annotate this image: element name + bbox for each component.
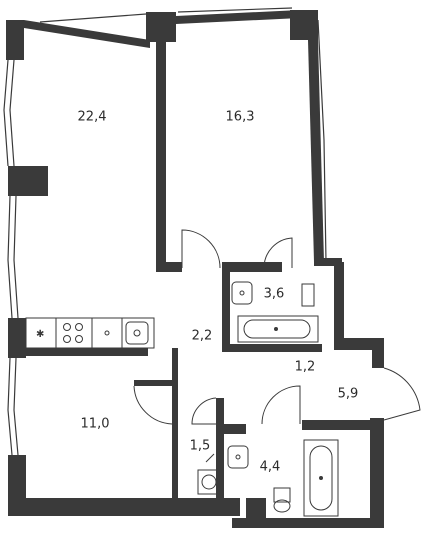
door-wardrobe xyxy=(383,367,421,421)
wall-segment xyxy=(334,262,344,342)
window xyxy=(39,13,147,23)
bathtub-inner xyxy=(309,445,333,511)
stove-burner-icon xyxy=(63,335,71,343)
bathtub-inner xyxy=(243,319,311,339)
wall-segment xyxy=(372,338,384,368)
window xyxy=(9,59,15,167)
bathtub-icon xyxy=(237,315,319,343)
wall-segment xyxy=(8,498,240,516)
wall-segment xyxy=(156,40,166,270)
window xyxy=(177,7,293,13)
wall-segment xyxy=(334,338,384,350)
bathroom-2-fixtures xyxy=(227,439,339,517)
drain-icon xyxy=(133,329,141,337)
sink-icon xyxy=(125,321,149,345)
room-area-laundry: 1,5 xyxy=(189,438,211,454)
bathroom-1-fixtures xyxy=(231,281,319,343)
fridge-icon: ✱ xyxy=(36,329,44,340)
wall-segment xyxy=(134,380,178,386)
dishwasher-icon xyxy=(104,330,110,336)
stove-burner-icon xyxy=(75,323,83,331)
wall-segment xyxy=(246,498,266,518)
wall-segment xyxy=(20,348,148,356)
door-laundry xyxy=(191,397,217,425)
window xyxy=(3,59,9,167)
room-area-corridor: 1,2 xyxy=(294,359,316,375)
drain-icon xyxy=(239,290,245,296)
wall-segment xyxy=(370,418,384,528)
toilet-icon xyxy=(301,283,315,307)
toilet-icon xyxy=(273,487,291,503)
windows xyxy=(3,7,327,456)
window xyxy=(13,357,19,456)
washbasin-icon xyxy=(231,281,253,305)
kitchen: ✱ xyxy=(25,317,155,349)
washbasin-icon xyxy=(227,445,249,469)
room-area-bedroom-2: 11,0 xyxy=(80,416,110,432)
wall-segment xyxy=(176,10,300,24)
wall-segment xyxy=(222,262,282,272)
walls xyxy=(6,10,384,528)
wall-segment xyxy=(314,258,342,266)
door-bedroom-1 xyxy=(181,229,221,269)
wall-segment xyxy=(8,166,48,196)
door-bathroom-1 xyxy=(263,237,293,269)
washing-machine-icon xyxy=(197,469,221,495)
room-area-hall: 2,2 xyxy=(191,328,213,344)
doors xyxy=(133,229,421,425)
wall-segment xyxy=(302,420,372,430)
wall-segment xyxy=(232,518,382,528)
wall-segment xyxy=(146,12,176,42)
wall-segment xyxy=(222,344,322,352)
door-bedroom-2 xyxy=(133,385,173,425)
washing-machine-drum xyxy=(201,474,217,490)
drain-icon xyxy=(319,476,323,480)
window xyxy=(317,19,327,263)
room-area-bathroom-2: 4,4 xyxy=(259,459,281,475)
wall-segment xyxy=(216,398,224,502)
bathtub-icon xyxy=(303,439,339,517)
room-area-wardrobe: 5,9 xyxy=(337,386,359,402)
wall-segment xyxy=(6,20,24,60)
door-bathroom-2 xyxy=(261,385,301,425)
wall-segment xyxy=(290,10,318,40)
toilet-bowl xyxy=(273,499,291,513)
wall-segment xyxy=(222,268,230,350)
laundry-fixtures xyxy=(197,453,221,495)
drain-icon xyxy=(274,327,278,331)
room-area-living: 22,4 xyxy=(77,109,107,125)
kitchen-counter xyxy=(25,317,155,349)
window xyxy=(13,195,19,319)
wall-segment xyxy=(172,380,178,500)
wall-segment xyxy=(24,20,150,48)
wall-segment xyxy=(308,40,324,262)
stove-burner-icon xyxy=(75,335,83,343)
wall-segment xyxy=(156,262,182,272)
room-area-bathroom-1: 3,6 xyxy=(263,286,285,302)
wall-segment xyxy=(222,424,246,434)
wall-segment xyxy=(172,348,178,382)
drain-icon xyxy=(235,454,241,460)
room-area-bedroom-1: 16,3 xyxy=(225,109,255,125)
window xyxy=(7,357,13,456)
window xyxy=(7,195,13,319)
stove-burner-icon xyxy=(63,323,71,331)
pipe-icon xyxy=(205,453,215,463)
